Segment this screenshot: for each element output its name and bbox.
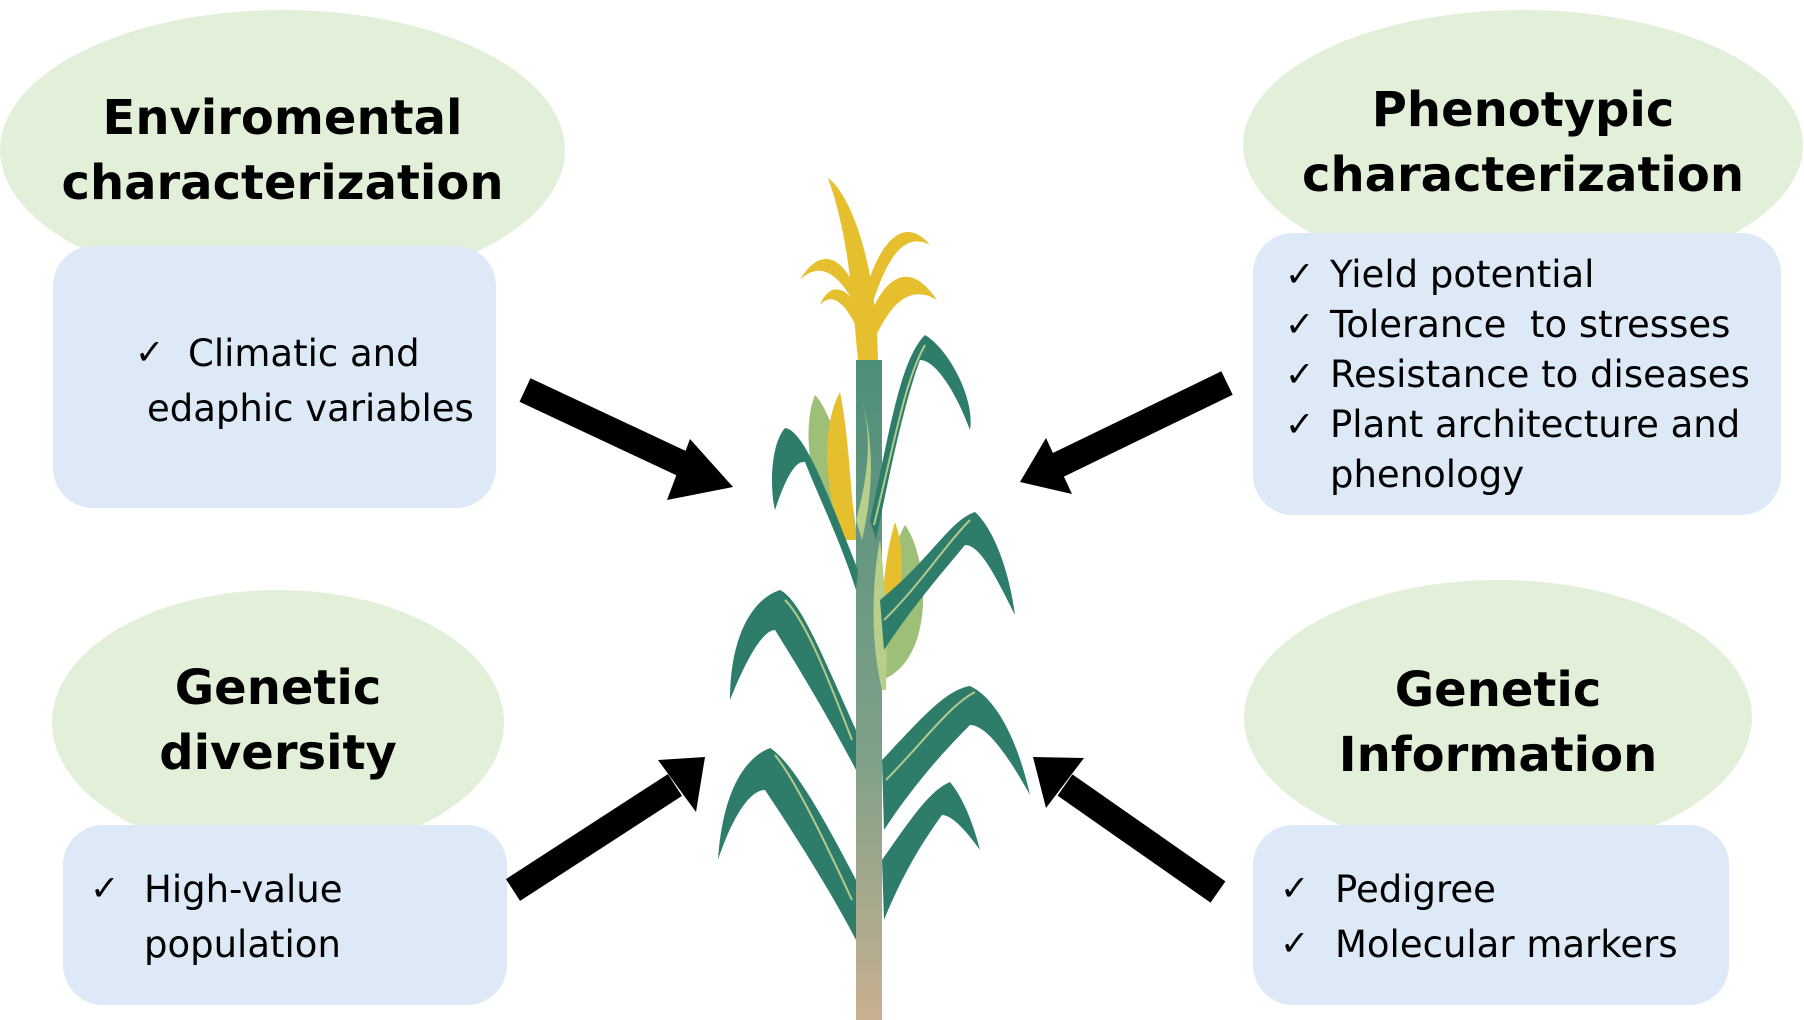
list-item: ✓ Yield potential <box>1285 250 1750 300</box>
genetic-diversity-ellipse <box>52 590 504 855</box>
genetic-diversity-title: Genetic diversity <box>78 656 478 786</box>
arrow-genetic-diversity <box>505 757 705 901</box>
check-icon: ✓ <box>1285 255 1315 295</box>
genetic-diversity-box <box>63 825 507 1005</box>
list-item-line: phenology <box>1330 453 1525 496</box>
list-item: ✓ High-value population <box>90 862 342 972</box>
arrow-phenotypic <box>1020 371 1233 494</box>
genetic-information-title: Genetic Information <box>1298 658 1698 788</box>
check-icon: ✓ <box>1285 355 1315 395</box>
genetic-information-ellipse <box>1244 580 1752 855</box>
list-item-line: Tolerance to stresses <box>1330 303 1731 346</box>
arrow-environmental <box>519 378 733 500</box>
list-item-line: Climatic and <box>188 332 420 375</box>
genetic-information-title-line-2: Information <box>1338 727 1658 783</box>
list-item: ✓ Resistance to diseases <box>1285 350 1750 400</box>
phenotypic-title: Phenotypic characterization <box>1283 78 1763 208</box>
list-item: ✓ Climatic and edaphic variables <box>135 326 474 436</box>
list-item: ✓ Tolerance to stresses <box>1285 300 1750 350</box>
genetic-diversity-title-line-1: Genetic <box>174 660 382 716</box>
check-icon: ✓ <box>1285 305 1315 345</box>
genetic-diversity-list: ✓ High-value population <box>90 862 342 972</box>
list-item-line: Yield potential <box>1330 253 1595 296</box>
genetic-information-title-line-1: Genetic <box>1394 662 1602 718</box>
check-icon: ✓ <box>1285 405 1315 445</box>
phenotypic-title-line-2: characterization <box>1301 147 1745 203</box>
environmental-list: ✓ Climatic and edaphic variables <box>135 326 474 436</box>
list-item-line: edaphic variables <box>147 387 474 430</box>
genetic-diversity-title-line-2: diversity <box>159 725 397 781</box>
list-item-line: Resistance to diseases <box>1330 353 1750 396</box>
list-item-line: High-value <box>144 868 343 911</box>
list-item: ✓ Molecular markers <box>1280 917 1678 972</box>
list-item-line: Plant architecture and <box>1330 403 1741 446</box>
environmental-box <box>53 246 496 508</box>
list-item-line: Pedigree <box>1335 868 1496 911</box>
list-item: ✓ Pedigree <box>1280 862 1678 917</box>
leaves <box>718 335 1030 940</box>
check-icon: ✓ <box>90 869 120 909</box>
list-item: ✓ Plant architecture and phenology <box>1285 400 1750 500</box>
corn-ear-upper <box>808 392 871 540</box>
environmental-title-line-1: Enviromental <box>102 90 463 146</box>
genetic-information-box <box>1253 825 1729 1005</box>
arrow-genetic-information <box>1033 757 1226 903</box>
check-icon: ✓ <box>1280 869 1310 909</box>
environmental-ellipse <box>0 10 565 290</box>
genetic-information-list: ✓ Pedigree ✓ Molecular markers <box>1280 862 1678 972</box>
environmental-title: Enviromental characterization <box>40 86 525 216</box>
tassel <box>800 178 937 360</box>
phenotypic-list: ✓ Yield potential ✓ Tolerance to stresse… <box>1285 250 1750 500</box>
list-item-line: Molecular markers <box>1335 923 1678 966</box>
check-icon: ✓ <box>1280 924 1310 964</box>
phenotypic-title-line-1: Phenotypic <box>1371 82 1675 138</box>
list-item-line: population <box>144 923 341 966</box>
environmental-title-line-2: characterization <box>61 155 504 211</box>
check-icon: ✓ <box>135 333 165 373</box>
phenotypic-box <box>1253 233 1781 515</box>
